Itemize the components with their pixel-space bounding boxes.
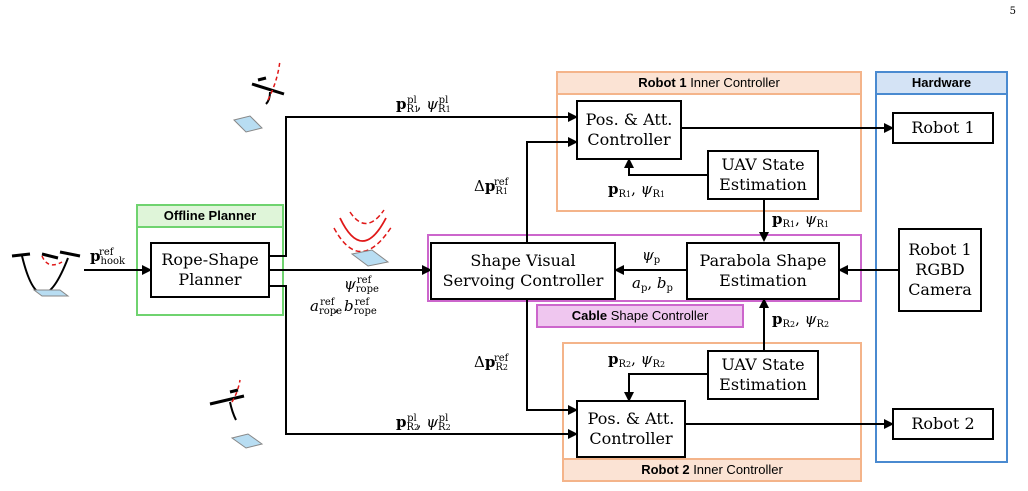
wire-planner-to-posatt2: [270, 285, 578, 439]
label-psi-p: ψp: [642, 246, 661, 266]
label-a-b-p: ap, bp: [632, 274, 673, 294]
drone-bottom-icon: [209, 379, 264, 449]
wire-planner-to-posatt1: [270, 112, 578, 257]
label-p-psi-r2-pl: pR2pl, ψR2pl: [396, 413, 451, 433]
cable-shape-controller-title: Cable Shape Controller: [536, 304, 744, 328]
label-p-psi-r1-to-estimation: pR1, ψR1: [772, 210, 830, 230]
parabola-shapes-icon: [333, 209, 393, 267]
robot2-pos-att-controller-block: Pos. & Att.Controller: [576, 400, 686, 458]
label-psi-rope-ref: ψroperef: [344, 275, 379, 295]
wire-uav2-to-posatt2: [624, 373, 707, 402]
wire-uav1-to-posatt1: [624, 158, 707, 176]
drone-top-icon: [233, 59, 285, 133]
robot1-inner-controller-title: Robot 1 Inner Controller: [556, 71, 862, 95]
label-delta-p-r1-ref: ΔpR1ref: [474, 177, 509, 197]
label-p-psi-r2-to-estimation: pR2, ψR2: [772, 310, 830, 330]
robot2-inner-controller-title: Robot 2 Inner Controller: [562, 458, 862, 482]
wire-servoing-to-posatt1: [526, 137, 578, 242]
hardware-title: Hardware: [875, 71, 1008, 95]
two-drones-rope-icon: [11, 250, 81, 297]
label-delta-p-r2-ref: ΔpR2ref: [474, 353, 509, 373]
label-p-psi-r2-local: pR2, ψR2: [608, 350, 666, 370]
label-p-psi-r1-pl: pR1pl, ψR1pl: [396, 95, 451, 115]
offline-planner-title: Offline Planner: [136, 204, 284, 228]
label-p-psi-r1-local: pR1, ψR1: [608, 180, 666, 200]
label-a-b-rope-ref: aroperef, broperef: [310, 297, 377, 317]
robot1-pos-att-controller-block: Pos. & Att.Controller: [576, 100, 682, 160]
wire-servoing-to-posatt2: [526, 300, 578, 415]
robot1-hardware-block: Robot 1: [892, 112, 994, 144]
label-p-hook-ref: phookref: [90, 247, 126, 267]
page-number: 5: [1009, 6, 1016, 17]
robot2-hardware-block: Robot 2: [892, 408, 994, 440]
